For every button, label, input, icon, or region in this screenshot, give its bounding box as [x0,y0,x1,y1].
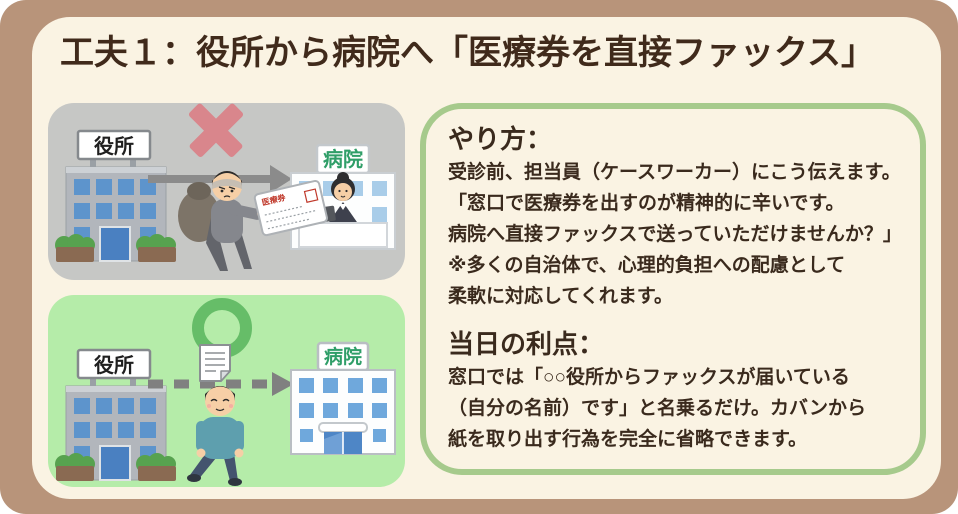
dashed-arrow-icon [148,372,294,396]
hospital-door [324,432,362,454]
office-door [99,445,131,481]
x-mark-icon [188,103,244,158]
city-office-building-icon: 役所 [55,348,176,481]
stamp-icon [303,188,319,203]
office-sign-label: 役所 [94,134,134,158]
benefit-heading: 当日の利点： [448,329,605,359]
walking-person [187,386,244,486]
before-illustration: 役所 [55,103,396,271]
benefit-line: 紙を取り出す行為を完全に省略できます。 [448,429,808,450]
reception-counter [298,222,388,248]
benefit-line: （自分の名前）です」と名乗るだけ。カバンから [448,398,867,419]
how-to-section: やり方： 受診前、担当員（ケースワーカー）にこう伝えます。 「窓口で医療券を出す… [448,121,910,312]
info-panel: やり方： 受診前、担当員（ケースワーカー）にこう伝えます。 「窓口で医療券を出す… [420,103,926,475]
hospital-sign-label: 病院 [323,147,363,171]
hospital-windows [299,378,387,442]
office-door [99,226,131,262]
benefit-line: 窓口では「○○役所からファックスが届いている [448,367,850,388]
how-to-heading: やり方： [448,124,553,154]
hospital-building-icon: 病院 [290,341,396,455]
after-panel: 役所 [48,295,405,487]
arrow-icon [148,165,292,193]
door-canopy [318,422,368,433]
person-carrying-voucher [178,171,267,271]
city-office-building-icon: 役所 [55,129,176,262]
after-illustration: 役所 [55,298,396,486]
how-to-line: 病院へ直接ファックスで送っていただけませんか？」 [448,224,902,245]
office-planters [55,453,176,481]
how-to-line: 「窓口で医療券を出すのが精神的に辛いです。 [448,193,845,214]
how-to-line: 受診前、担当員（ケースワーカー）にこう伝えます。 [448,162,901,183]
medical-voucher-card: 医療券 [253,179,328,237]
hospital-sign-label: 病院 [324,345,362,368]
benefit-section: 当日の利点： 窓口では「○○役所からファックスが届いている （自分の名前）です」… [448,326,910,455]
office-planters [55,234,176,262]
how-to-line: 柔軟に対応してくれます。 [448,286,673,307]
how-to-line: ※多くの自治体で、心理的負担への配慮として [448,255,846,276]
office-sign-label: 役所 [94,353,134,377]
page-title: 工夫１：役所から病院へ「医療券を直接ファックス」 [60,34,875,72]
content-card: 工夫１：役所から病院へ「医療券を直接ファックス」 役所 [32,17,941,499]
before-panel: 役所 [48,103,405,280]
document-icon [199,344,231,382]
